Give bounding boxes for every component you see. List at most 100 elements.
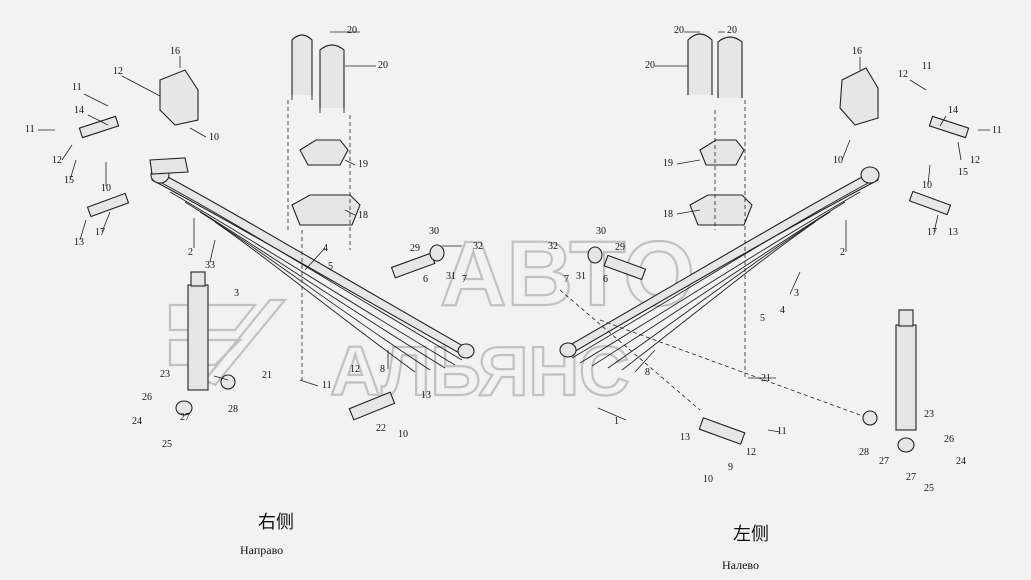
callout: 3: [794, 288, 799, 299]
callout: 3: [234, 288, 239, 299]
leader-lines: [38, 31, 990, 433]
callout: 28: [859, 447, 869, 458]
callout: 2: [840, 247, 845, 258]
callout: 29: [615, 242, 625, 253]
left-pin-22: [348, 391, 396, 421]
callout: 5: [328, 261, 333, 272]
callout: 10: [101, 183, 111, 194]
callout: 22: [376, 423, 386, 434]
callout: 20: [674, 25, 684, 36]
left-assembly: [78, 34, 475, 421]
callout: 32: [473, 241, 483, 252]
callout: 12: [350, 364, 360, 375]
callout: 19: [663, 158, 673, 169]
right-assembly: [559, 33, 970, 453]
callout: 30: [429, 226, 439, 237]
callout: 24: [956, 456, 966, 467]
callout: 20: [645, 60, 655, 71]
callout: 12: [970, 155, 980, 166]
callout: 24: [132, 416, 142, 427]
callout: 9: [728, 462, 733, 473]
callout: 25: [924, 483, 934, 494]
callout: 10: [398, 429, 408, 440]
callout: 21: [262, 370, 272, 381]
right-spring-seat: [689, 194, 753, 226]
right-pin-29: [603, 254, 647, 281]
left-shock-absorber: [175, 271, 236, 416]
callout: 29: [410, 243, 420, 254]
callout: 13: [421, 390, 431, 401]
captions: 右侧 Направо 左侧 Налево: [240, 512, 769, 572]
callout: 31: [446, 271, 456, 282]
right-side-caption-cn: 右侧: [258, 512, 294, 532]
callout: 20: [378, 60, 388, 71]
left-spring-seat: [291, 194, 361, 226]
callout: 4: [780, 305, 785, 316]
right-pin-9: [698, 417, 746, 445]
callout: 19: [358, 159, 368, 170]
callout: 16: [852, 46, 862, 57]
callout: 26: [944, 434, 954, 445]
callout: 28: [228, 404, 238, 415]
callout: 12: [52, 155, 62, 166]
left-u-bolts: [291, 34, 345, 113]
right-u-bolts: [687, 33, 743, 98]
callout: 27: [879, 456, 889, 467]
callout: 23: [924, 409, 934, 420]
right-pin-14: [928, 115, 970, 139]
left-shackle-bracket: [159, 69, 199, 126]
left-leaf-spring: [149, 157, 475, 373]
callout: 13: [948, 227, 958, 238]
callout: 11: [922, 61, 932, 72]
callout: 13: [74, 237, 84, 248]
callout: 10: [922, 180, 932, 191]
callout: 11: [777, 426, 787, 437]
right-shackle-bracket: [839, 67, 879, 126]
watermark-line1: АВТО: [440, 223, 695, 325]
callout: 12: [898, 69, 908, 80]
callout: 17: [927, 227, 937, 238]
callout: 12: [113, 66, 123, 77]
callout: 14: [74, 105, 84, 116]
callout: 21: [761, 373, 771, 384]
callout: 11: [25, 124, 35, 135]
callout: 11: [992, 125, 1002, 136]
callout: 27: [180, 412, 190, 423]
left-bump-stop: [299, 139, 349, 166]
callout: 32: [548, 241, 558, 252]
callout: 30: [596, 226, 606, 237]
right-shock-absorber: [862, 309, 917, 453]
callout: 10: [209, 132, 219, 143]
callout: 11: [322, 380, 332, 391]
callout: 10: [833, 155, 843, 166]
left-pin-29: [390, 252, 436, 279]
callout: 10: [703, 474, 713, 485]
callout: 20: [347, 25, 357, 36]
callout: 23: [160, 369, 170, 380]
callout: 17: [95, 227, 105, 238]
right-side-caption-ru: Направо: [240, 543, 283, 557]
left-pin-17: [86, 192, 130, 218]
callout: 20: [727, 25, 737, 36]
callout: 18: [358, 210, 368, 221]
callout: 18: [663, 209, 673, 220]
right-pin-17: [908, 190, 952, 216]
callouts-right: 20 20 20 16 12 11 14 11 12 1 5 10 10 19 1…: [548, 25, 1002, 494]
callout: 5: [760, 313, 765, 324]
callout: 11: [72, 82, 82, 93]
callout: 6: [603, 274, 608, 285]
callout: 1: [614, 416, 619, 427]
callout: 27: [906, 472, 916, 483]
callout: 6: [423, 274, 428, 285]
callouts-left: 16 12 11 14 11 12 15 10 10 17 13 2 33 3 …: [25, 25, 483, 450]
left-side-caption-ru: Налево: [722, 558, 759, 572]
callout: 33: [205, 260, 215, 271]
callout: 7: [564, 274, 569, 285]
callout: 14: [948, 105, 958, 116]
callout: 2: [188, 247, 193, 258]
right-bump-stop: [699, 139, 745, 166]
callout: 8: [380, 364, 385, 375]
callout: 16: [170, 46, 180, 57]
